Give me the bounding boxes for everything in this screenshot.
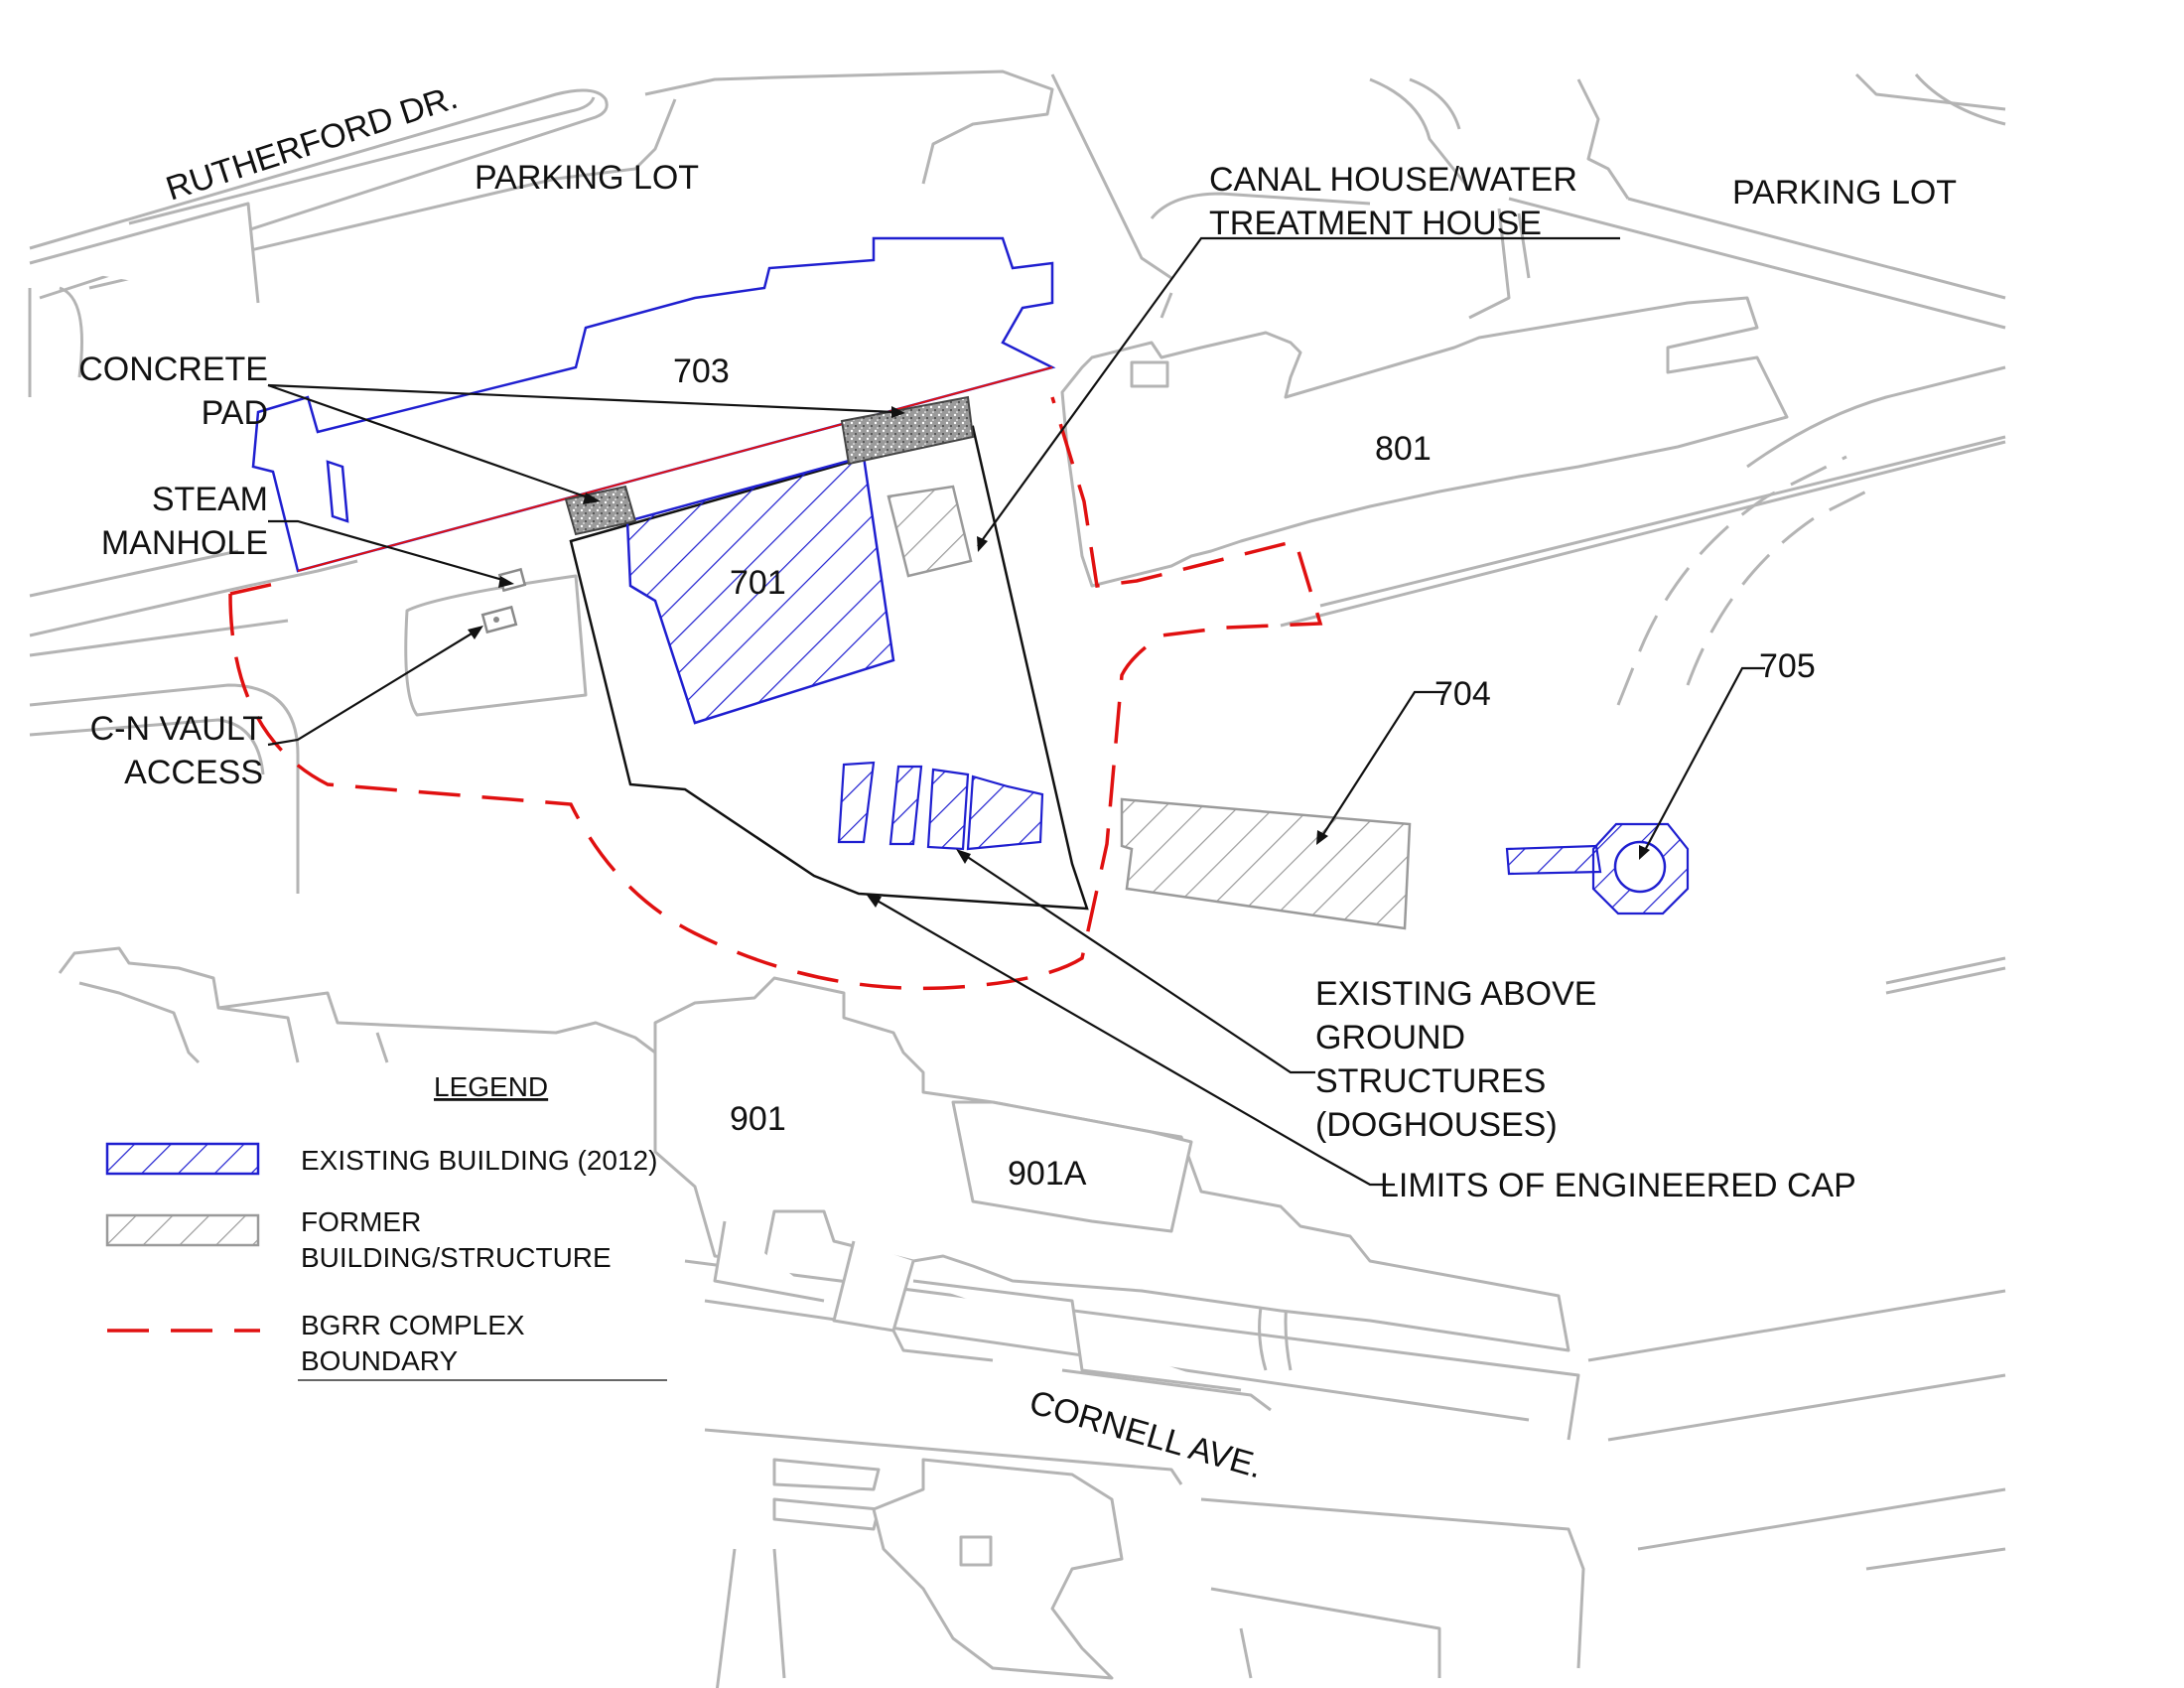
- doghouses: [837, 761, 1044, 851]
- building-801-outline: [1060, 296, 1789, 588]
- legend-label-existing-building: EXISTING BUILDING (2012): [301, 1145, 657, 1176]
- building-705: [1505, 822, 1690, 915]
- bgrr-complex-boundary: [228, 396, 1323, 991]
- callout-doghouses-line1: EXISTING ABOVE: [1315, 975, 1596, 1013]
- small-structure-801: [1130, 360, 1169, 388]
- callout-cn-vault-line2: ACCESS: [124, 754, 263, 791]
- building-label-703: 703: [673, 352, 730, 390]
- callout-cn-vault-line1: C-N VAULT: [90, 710, 263, 748]
- legend-swatch-existing-building: [105, 1142, 260, 1176]
- background-buildings: [29, 202, 1789, 1680]
- leader-lines: [267, 236, 1765, 1187]
- small-square-south: [959, 1535, 993, 1567]
- callout-concrete-pad-line2: PAD: [202, 394, 268, 432]
- callout-doghouses-line4: (DOGHOUSES): [1315, 1106, 1558, 1144]
- legend: LEGEND EXISTING BUILDING (2012) FORMER B…: [105, 1071, 667, 1381]
- callout-steam-manhole-line1: STEAM: [152, 481, 268, 518]
- callout-steam-manhole-line2: MANHOLE: [101, 524, 268, 562]
- callout-canal-house-line1: CANAL HOUSE/WATER: [1209, 161, 1577, 199]
- parking-lot-label-east: PARKING LOT: [1732, 174, 1957, 211]
- street-label-rutherford: RUTHERFORD DR.: [162, 78, 463, 209]
- callout-concrete-pad-line1: CONCRETE: [78, 351, 268, 388]
- legend-swatch-former-building: [105, 1213, 260, 1247]
- parking-lot-label-west: PARKING LOT: [475, 159, 699, 197]
- callout-doghouses-line3: STRUCTURES: [1315, 1062, 1546, 1100]
- building-704: [1120, 797, 1412, 930]
- building-label-705: 705: [1759, 647, 1816, 685]
- building-703-outline: [251, 236, 1056, 573]
- callout-canal-house-line2: TREATMENT HOUSE: [1209, 205, 1542, 242]
- legend-title: LEGEND: [434, 1071, 548, 1102]
- callout-doghouses-line2: GROUND: [1315, 1019, 1465, 1056]
- west-lot: [404, 574, 588, 717]
- building-label-901: 901: [730, 1100, 786, 1138]
- concrete-pad-east: [840, 395, 975, 466]
- legend-label-former-building-line1: FORMER: [301, 1206, 421, 1237]
- building-label-701: 701: [730, 564, 786, 602]
- engineered-cap-boundary: [569, 425, 1089, 911]
- canal-house: [887, 485, 973, 578]
- 703-south-line: [297, 366, 1053, 572]
- concrete-pad-west: [564, 485, 637, 536]
- legend-label-bgrr-boundary-line2: BOUNDARY: [301, 1345, 459, 1376]
- building-901a-outline: [951, 1100, 1193, 1233]
- building-label-901a: 901A: [1008, 1155, 1087, 1193]
- callout-engineered-cap: LIMITS OF ENGINEERED CAP: [1380, 1167, 1856, 1204]
- building-label-704: 704: [1434, 675, 1491, 713]
- building-label-801: 801: [1375, 430, 1432, 468]
- legend-label-former-building-line2: BUILDING/STRUCTURE: [301, 1242, 612, 1273]
- legend-label-bgrr-boundary-line1: BGRR COMPLEX: [301, 1310, 525, 1340]
